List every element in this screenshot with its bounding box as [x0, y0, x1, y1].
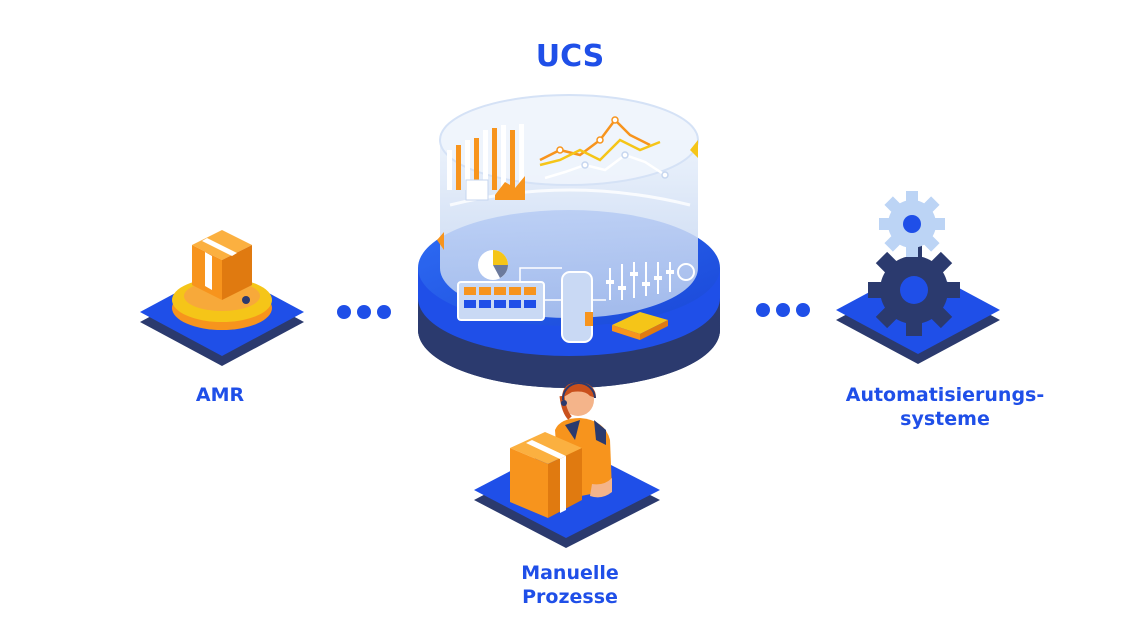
manual-process-tile	[474, 382, 660, 548]
small-gear-icon	[879, 191, 945, 257]
gear-icon	[868, 244, 960, 336]
manual-process-label-line2: Prozesse	[522, 585, 618, 608]
ucs-platform	[418, 94, 720, 388]
manual-process-label-line1: Manuelle	[521, 562, 619, 584]
amr-tile	[140, 230, 304, 366]
automation-tile	[836, 191, 1000, 364]
worker-icon	[555, 382, 612, 500]
ucs-title: UCS	[535, 39, 605, 74]
amr-box-icon	[192, 230, 252, 300]
glass-line-chart	[539, 116, 669, 180]
amr-label: AMR	[195, 384, 245, 406]
glass-dashboard-panels	[457, 250, 695, 343]
glass-bar-chart	[447, 124, 525, 201]
manual-process-label: Manuelle Prozesse	[470, 562, 670, 610]
automation-label: Automatisierungs- systeme	[800, 384, 1090, 432]
automation-label-line2: systeme	[900, 407, 990, 430]
manual-box-icon	[510, 432, 582, 518]
connector-dots-left	[337, 305, 391, 319]
connector-dots-right	[756, 303, 810, 317]
automation-label-line1: Automatisierungs-	[845, 384, 1045, 406]
